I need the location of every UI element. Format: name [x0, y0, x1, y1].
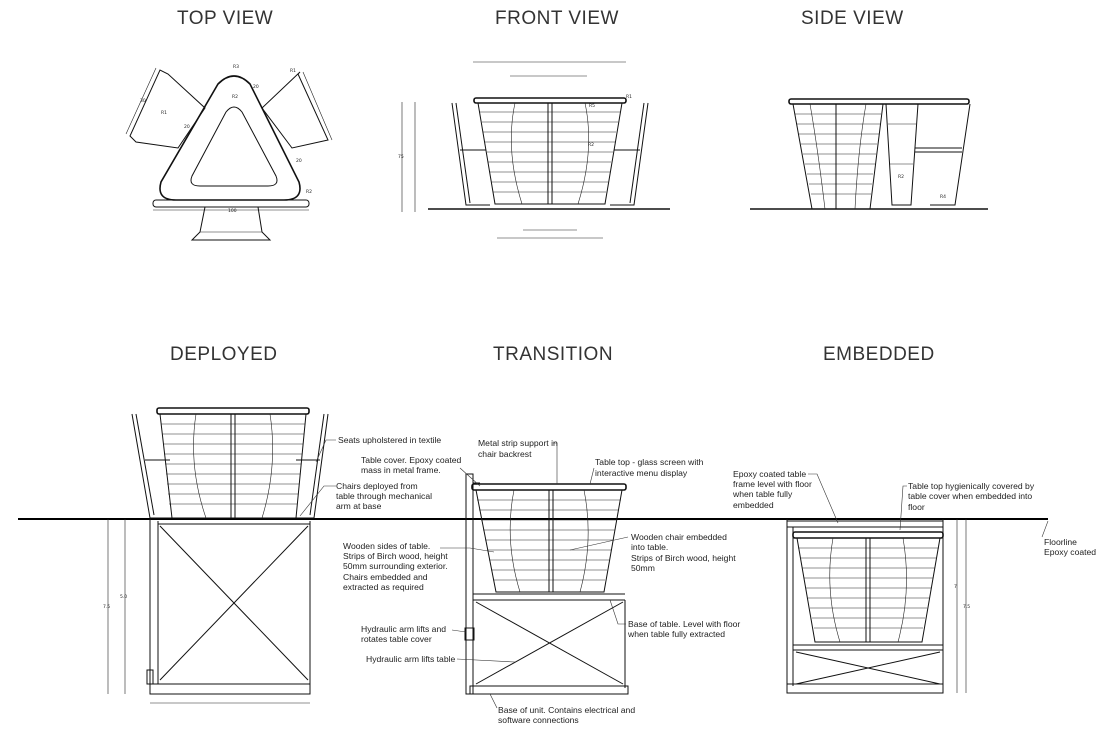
dim-label: R2	[588, 142, 594, 148]
label-floorline: Floorline Epoxy coated	[1044, 537, 1096, 557]
dim-label: R2	[898, 174, 904, 180]
front-view-title: FRONT VIEW	[495, 8, 619, 29]
dim-label: R1	[626, 94, 632, 100]
side-view-title: SIDE VIEW	[801, 8, 904, 29]
label-hydraulic-rotate: Hydraulic arm lifts and rotates table co…	[361, 624, 448, 644]
dim-label: 20	[253, 84, 259, 90]
annotations: Seats upholstered in textile Chairs depl…	[336, 435, 1096, 725]
dim-label: R3	[233, 64, 239, 70]
dim-label: 7	[954, 584, 957, 590]
label-table-top: Table top - glass screen with interactiv…	[595, 457, 706, 478]
dim-label: R1	[290, 68, 296, 74]
transition-drawing	[440, 442, 629, 709]
label-seats: Seats upholstered in textile	[338, 435, 441, 445]
dim-label: 100	[228, 208, 237, 214]
label-table-cover: Table cover. Epoxy coated mass in metal …	[361, 455, 464, 475]
label-hydraulic-lift: Hydraulic arm lifts table	[366, 654, 456, 664]
label-table-top-hygienic: Table top hygienically covered by table …	[908, 481, 1037, 512]
top-view-title: TOP VIEW	[177, 8, 274, 29]
dim-label: R2	[232, 94, 238, 100]
label-metal-strip: Metal strip support in chair backrest	[478, 438, 560, 459]
dim-label: 5.0	[120, 594, 127, 600]
dim-label: R1	[161, 110, 167, 116]
dim-label: R2	[306, 189, 312, 195]
deployed-drawing: 7.5 5.0	[103, 407, 336, 704]
label-base-of-table: Base of table. Level with floor when tab…	[627, 619, 743, 639]
dim-label: 7.5	[103, 604, 110, 610]
dim-label: 75	[398, 154, 404, 160]
label-epoxy-frame: Epoxy coated table frame level with floo…	[732, 469, 814, 510]
dim-label: R4	[940, 194, 946, 200]
embedded-title: EMBEDDED	[823, 344, 935, 365]
dim-label: R5	[589, 103, 595, 109]
side-view-drawing: R2 R4	[750, 98, 988, 210]
dim-label: 20	[184, 124, 190, 130]
dim-label: 30	[140, 98, 146, 104]
label-wooden-sides: Wooden sides of table. Strips of Birch w…	[343, 541, 450, 592]
deployed-title: DEPLOYED	[170, 344, 278, 365]
embedded-drawing: 7.5 7	[786, 473, 1049, 694]
front-view-drawing: 75 R1 R5 R2	[398, 61, 670, 239]
label-wooden-chair: Wooden chair embedded into table. Strips…	[631, 532, 738, 573]
top-view-drawing: R3 R2 R1 20 20 30 R1 20 R2 100	[125, 64, 333, 241]
dim-label: 7.5	[963, 604, 970, 610]
label-chairs-deployed: Chairs deployed from table through mecha…	[336, 481, 434, 511]
dim-label: 20	[296, 158, 302, 164]
transition-title: TRANSITION	[493, 344, 614, 365]
label-base-of-unit: Base of unit. Contains electrical and so…	[498, 705, 638, 725]
